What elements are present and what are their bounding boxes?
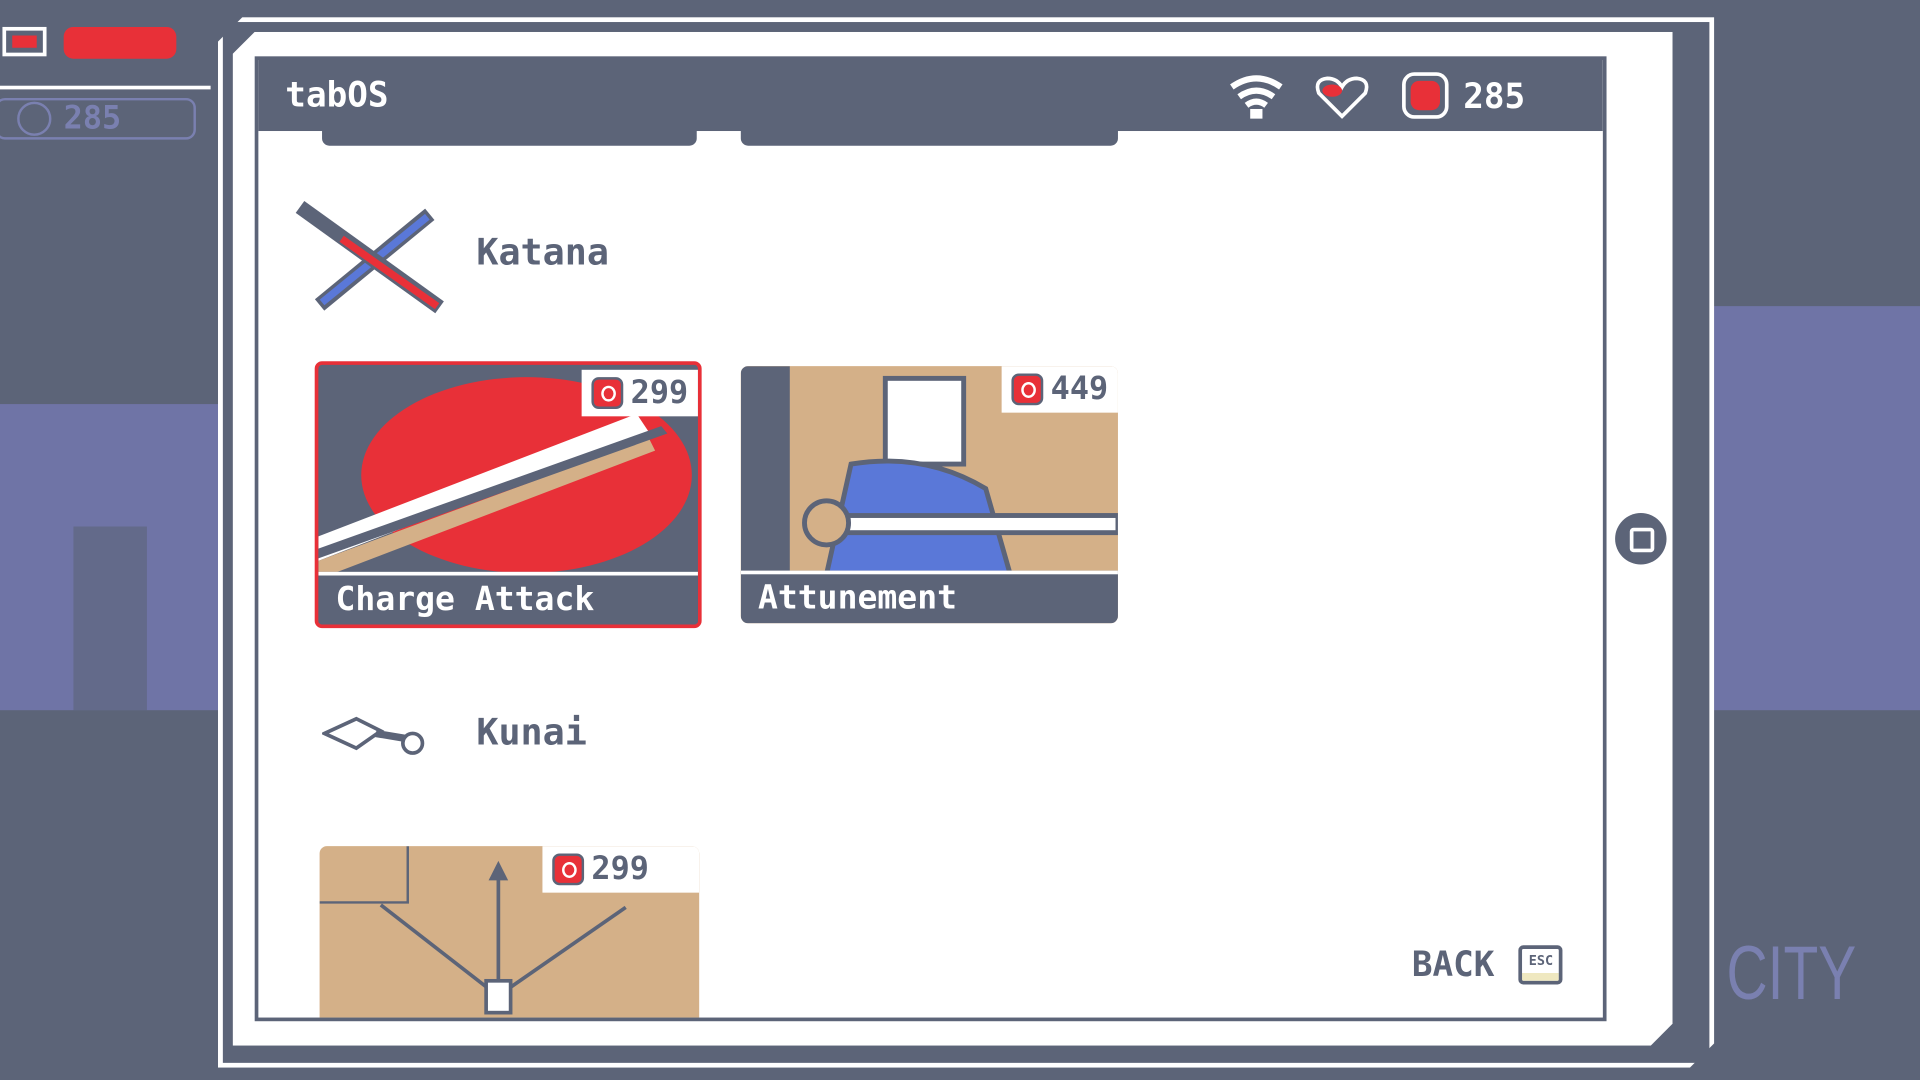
home-button[interactable] xyxy=(1615,513,1667,565)
background-cliff xyxy=(73,526,147,711)
currency-display: 285 xyxy=(1402,72,1525,119)
hud-divider xyxy=(0,85,211,90)
tab-2[interactable] xyxy=(740,131,1118,146)
coin-icon xyxy=(552,853,585,886)
background-scenery-right xyxy=(1708,306,1920,711)
wifi-icon xyxy=(1230,75,1283,119)
battery-icon xyxy=(2,26,47,57)
coin-icon xyxy=(591,377,624,409)
status-bar: tabOS 285 xyxy=(258,60,1603,132)
esc-key-label: ESC xyxy=(1528,952,1554,968)
heart-icon xyxy=(1315,76,1369,119)
hud-currency: 285 xyxy=(0,97,196,140)
coin-icon xyxy=(17,101,52,136)
hud-currency-value: 285 xyxy=(63,100,122,138)
location-label: CITY xyxy=(1726,931,1857,1017)
katana-icon xyxy=(295,200,444,314)
charge-attack-artwork xyxy=(318,377,692,574)
upgrade-card-attunement[interactable]: 449 Attunement xyxy=(740,366,1118,624)
upgrade-card-kunai[interactable]: 299 xyxy=(319,846,700,1018)
card-label: Attunement xyxy=(740,570,1118,624)
health-bar xyxy=(63,26,177,59)
price-tag: 299 xyxy=(581,369,698,417)
attunement-artwork xyxy=(740,366,1118,575)
tablet-screen: tabOS 285 xyxy=(254,56,1607,1022)
coin-icon xyxy=(1011,373,1044,406)
kunai-upgrade-artwork xyxy=(319,846,627,1015)
price-tag: 449 xyxy=(1001,366,1118,413)
esc-key-icon: ESC xyxy=(1518,944,1563,984)
price-value: 449 xyxy=(1050,371,1109,408)
price-value: 299 xyxy=(591,851,649,888)
coin-icon xyxy=(1402,72,1449,119)
section-title-katana: Katana xyxy=(476,231,610,275)
kunai-icon xyxy=(322,716,425,755)
back-button[interactable]: BACK ESC xyxy=(1412,944,1563,984)
tab-1[interactable] xyxy=(322,131,697,146)
currency-value: 285 xyxy=(1463,75,1526,116)
upgrade-card-charge-attack[interactable]: 299 Charge Attack xyxy=(314,361,702,629)
card-label: Charge Attack xyxy=(318,571,698,625)
price-value: 299 xyxy=(630,374,689,412)
os-title: tabOS xyxy=(285,74,389,116)
section-title-kunai: Kunai xyxy=(476,711,587,755)
price-tag: 299 xyxy=(542,846,700,893)
back-label: BACK xyxy=(1411,944,1495,985)
